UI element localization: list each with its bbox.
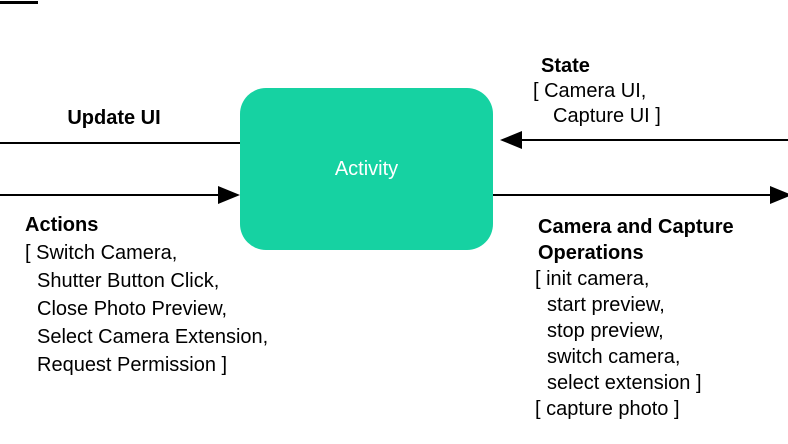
- operations-arrowhead-icon: [770, 186, 788, 204]
- operations-line: start preview,: [547, 294, 665, 316]
- state-arrowhead-icon: [500, 131, 522, 149]
- actions-label-block: Actions [ Switch Camera, Shutter Button …: [25, 211, 268, 379]
- actions-line: [ Switch Camera,: [25, 242, 178, 264]
- activity-node-label: Activity: [334, 157, 399, 180]
- actions-line: Close Photo Preview,: [37, 298, 228, 320]
- operations-title-line2: Operations: [538, 242, 644, 264]
- operations-arrow-line: [492, 194, 778, 196]
- state-title: State: [541, 55, 590, 77]
- operations-title-line1: Camera and Capture: [538, 216, 734, 238]
- state-line: Capture UI ]: [553, 105, 661, 127]
- activity-node: Activity: [240, 88, 493, 250]
- actions-title: Actions: [25, 214, 99, 236]
- operations-line: select extension ]: [547, 372, 702, 394]
- cropped-edge-line: [0, 1, 38, 4]
- operations-line: [ init camera,: [535, 268, 650, 290]
- operations-line: stop preview,: [547, 320, 664, 342]
- update-ui-arrow-line: [0, 142, 241, 144]
- actions-arrow-line: [0, 194, 222, 196]
- state-arrow-line: [518, 139, 788, 141]
- actions-line: Shutter Button Click,: [37, 270, 220, 292]
- operations-line: switch camera,: [547, 346, 681, 368]
- actions-line: Select Camera Extension,: [37, 326, 269, 348]
- state-label-block: State [ Camera UI, Capture UI ]: [533, 54, 661, 129]
- actions-line: Request Permission ]: [37, 354, 228, 376]
- actions-arrowhead-icon: [218, 186, 240, 204]
- operations-label-block: Camera and Capture Operations [ init cam…: [535, 214, 734, 422]
- update-ui-label: Update UI: [67, 107, 161, 129]
- state-line: [ Camera UI,: [533, 80, 647, 102]
- operations-line: [ capture photo ]: [535, 398, 680, 420]
